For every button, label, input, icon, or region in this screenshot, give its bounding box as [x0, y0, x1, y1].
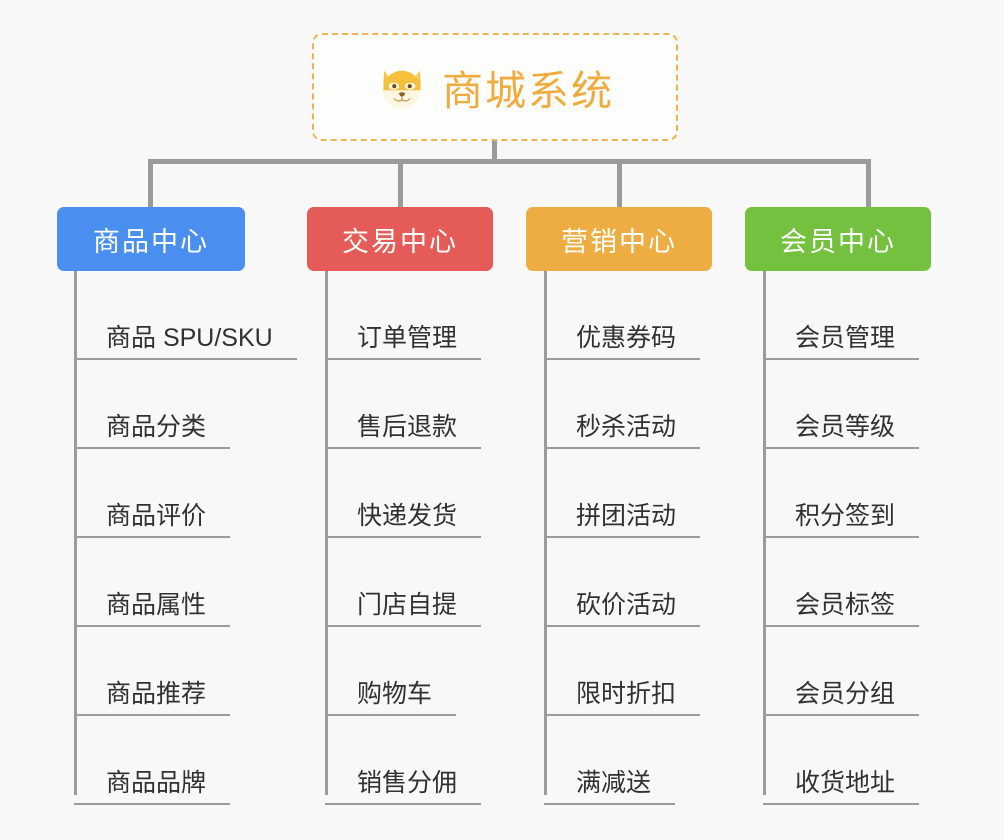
list-item[interactable]: 商品属性	[74, 538, 297, 627]
connector-stem	[492, 141, 497, 163]
list-item[interactable]: 商品评价	[74, 449, 297, 538]
list-item[interactable]: 购物车	[325, 627, 481, 716]
list-item-label: 售后退款	[325, 413, 482, 449]
list-item-label: 商品属性	[74, 591, 231, 627]
connector-bus	[148, 159, 871, 164]
list-item[interactable]: 限时折扣	[544, 627, 701, 716]
list-item[interactable]: 积分签到	[763, 449, 920, 538]
list-item-label: 收货地址	[763, 769, 920, 805]
list-item-label: 快递发货	[325, 502, 482, 538]
list-spine	[74, 271, 77, 795]
list-spine	[544, 271, 547, 795]
column-list-marketing: 优惠券码 秒杀活动 拼团活动 砍价活动 限时折扣 满减送	[544, 271, 701, 805]
list-item-label: 砍价活动	[544, 591, 701, 627]
list-item[interactable]: 快递发货	[325, 449, 482, 538]
list-spine	[763, 271, 766, 795]
list-item-label: 销售分佣	[325, 769, 482, 805]
list-item[interactable]: 订单管理	[325, 271, 482, 360]
list-item-label: 会员管理	[763, 324, 920, 360]
list-item-label: 购物车	[325, 680, 457, 716]
list-spine	[325, 271, 328, 795]
list-item[interactable]: 会员管理	[763, 271, 920, 360]
list-item[interactable]: 满减送	[544, 716, 700, 805]
column-list-product: 商品 SPU/SKU 商品分类 商品评价 商品属性 商品推荐 商品品牌	[74, 271, 297, 805]
list-item-label: 积分签到	[763, 502, 920, 538]
list-item-label: 拼团活动	[544, 502, 701, 538]
list-item[interactable]: 砍价活动	[544, 538, 701, 627]
list-item[interactable]: 商品品牌	[74, 716, 297, 805]
root-title: 商城系统	[442, 68, 614, 114]
connector-drop-3	[617, 159, 622, 209]
column-header-trade[interactable]: 交易中心	[307, 207, 493, 271]
shiba-dog-icon	[376, 61, 428, 113]
root-node[interactable]: 商城系统	[312, 33, 678, 141]
list-item[interactable]: 会员标签	[763, 538, 920, 627]
list-item-label: 商品品牌	[74, 769, 231, 805]
list-item-label: 会员等级	[763, 413, 920, 449]
list-item-label: 商品推荐	[74, 680, 231, 716]
list-item-label: 满减送	[544, 769, 676, 805]
list-item[interactable]: 商品 SPU/SKU	[74, 271, 297, 360]
list-item[interactable]: 优惠券码	[544, 271, 701, 360]
list-item[interactable]: 会员分组	[763, 627, 920, 716]
list-item[interactable]: 售后退款	[325, 360, 482, 449]
column-list-trade: 订单管理 售后退款 快递发货 门店自提 购物车 销售分佣	[325, 271, 482, 805]
list-item-label: 商品分类	[74, 413, 231, 449]
column-header-marketing[interactable]: 营销中心	[526, 207, 712, 271]
list-item[interactable]: 收货地址	[763, 716, 920, 805]
list-item-label: 会员分组	[763, 680, 920, 716]
list-item-label: 限时折扣	[544, 680, 701, 716]
list-item[interactable]: 拼团活动	[544, 449, 701, 538]
column-list-member: 会员管理 会员等级 积分签到 会员标签 会员分组 收货地址	[763, 271, 920, 805]
list-item[interactable]: 会员等级	[763, 360, 920, 449]
list-item-label: 优惠券码	[544, 324, 701, 360]
list-item-label: 商品评价	[74, 502, 231, 538]
list-item[interactable]: 秒杀活动	[544, 360, 701, 449]
list-item-label: 订单管理	[325, 324, 482, 360]
list-item-label: 商品 SPU/SKU	[74, 324, 297, 360]
list-item[interactable]: 门店自提	[325, 538, 482, 627]
list-item[interactable]: 销售分佣	[325, 716, 482, 805]
list-item-label: 秒杀活动	[544, 413, 701, 449]
column-header-product[interactable]: 商品中心	[57, 207, 245, 271]
column-header-member[interactable]: 会员中心	[745, 207, 931, 271]
list-item[interactable]: 商品分类	[74, 360, 297, 449]
connector-drop-4	[866, 159, 871, 209]
list-item-label: 门店自提	[325, 591, 482, 627]
connector-drop-1	[148, 159, 153, 209]
list-item-label: 会员标签	[763, 591, 920, 627]
list-item[interactable]: 商品推荐	[74, 627, 297, 716]
connector-drop-2	[398, 159, 403, 209]
